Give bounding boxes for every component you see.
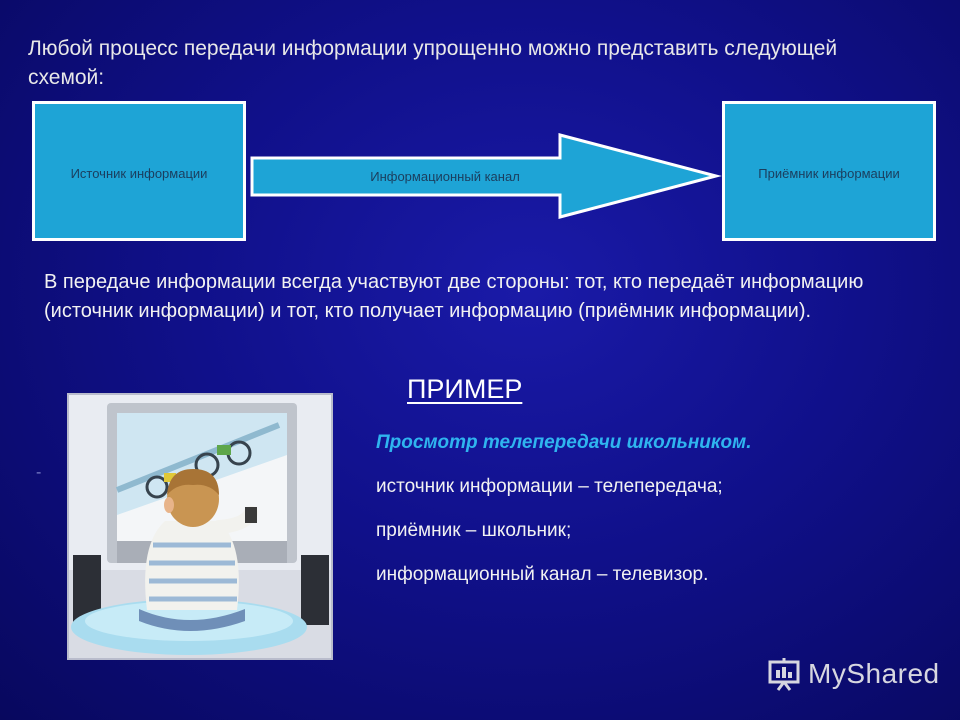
receiver-box: Приёмник информации — [722, 101, 936, 241]
tv-watching-photo — [67, 393, 333, 660]
watermark: MyShared — [766, 656, 940, 692]
channel-label: Информационный канал — [370, 169, 520, 184]
example-lead: Просмотр телепередачи школьником. — [376, 432, 752, 453]
bullet-mark: - — [36, 464, 42, 481]
description-paragraph: В передаче информации всегда участвуют д… — [44, 271, 864, 322]
presentation-board-icon — [768, 658, 800, 691]
source-label: Источник информации — [70, 166, 208, 181]
source-box: Источник информации — [32, 101, 246, 241]
receiver-label: Приёмник информации — [758, 166, 900, 181]
example-heading: ПРИМЕР — [407, 374, 523, 404]
watermark-text: MyShared — [808, 658, 940, 689]
example-line-source: источник информации – телепередача; — [376, 476, 723, 497]
example-line-channel: информационный канал – телевизор. — [376, 564, 709, 585]
example-line-receiver: приёмник – школьник; — [376, 520, 572, 541]
boy-watching-tv-illustration — [69, 395, 331, 658]
channel-arrow — [250, 133, 722, 219]
intro-text: Любой процесс передачи информации упроще… — [28, 37, 838, 89]
